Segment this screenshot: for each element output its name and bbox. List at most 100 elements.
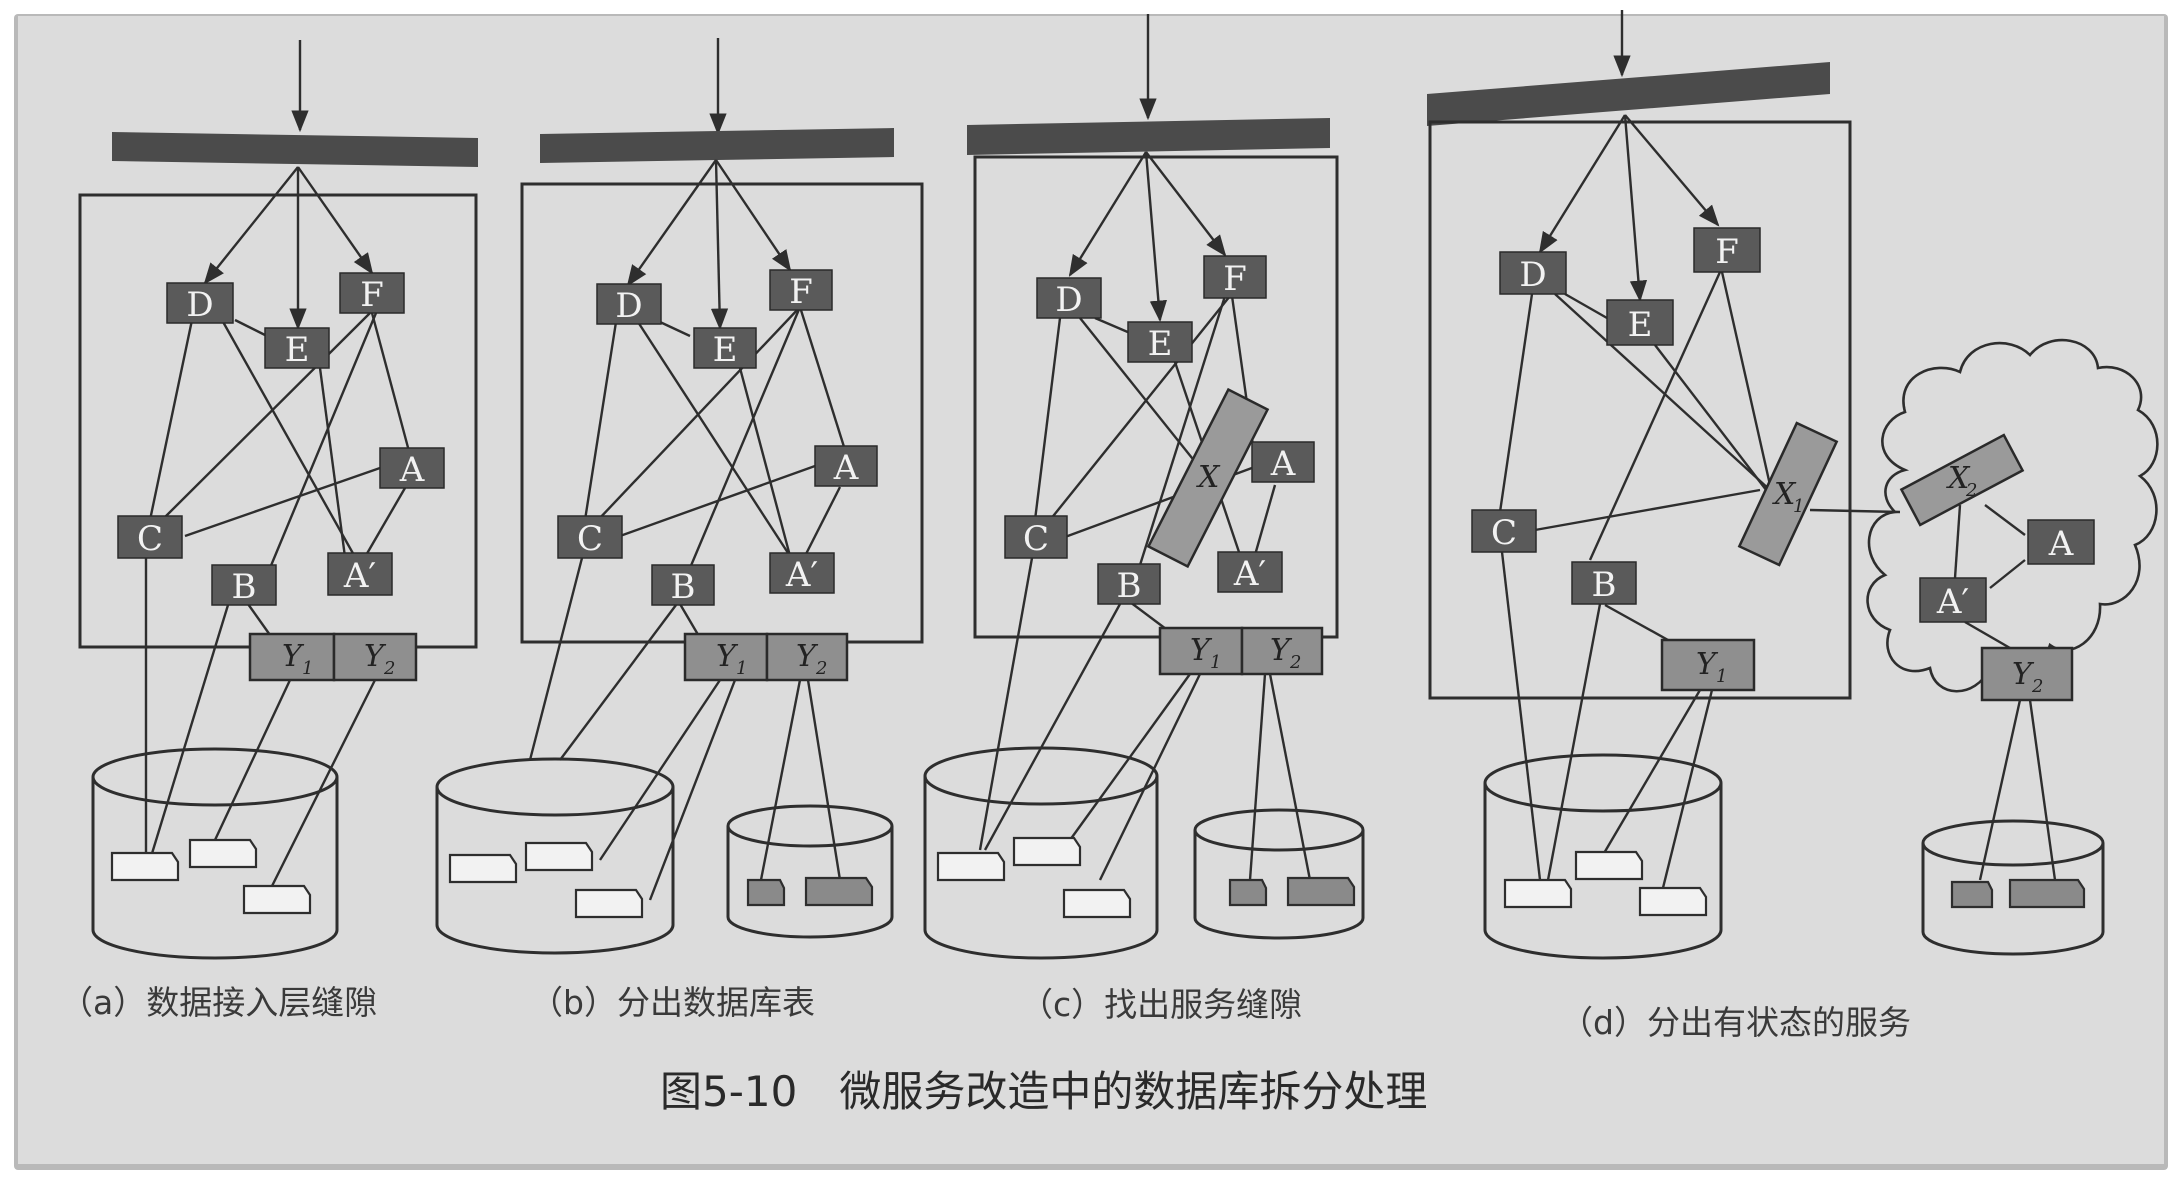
table-doc bbox=[1574, 850, 1644, 881]
table-doc bbox=[804, 876, 874, 907]
monolith-frame bbox=[520, 182, 924, 644]
y2-box bbox=[765, 632, 849, 682]
table-doc bbox=[574, 888, 644, 919]
y2-subscript: 2 bbox=[383, 658, 395, 679]
node-b: B bbox=[1571, 561, 1637, 605]
y1-subscript: 1 bbox=[736, 658, 747, 679]
node-c: C bbox=[117, 515, 183, 559]
node-c: C bbox=[557, 515, 623, 559]
node-c-label: C bbox=[1491, 513, 1517, 553]
node-e: E bbox=[693, 327, 757, 370]
stateful-service-cloud bbox=[1866, 338, 2159, 693]
table-doc bbox=[1286, 876, 1356, 907]
y2-label: Y bbox=[796, 639, 819, 674]
y1-box bbox=[248, 632, 336, 682]
y2-subscript: 2 bbox=[815, 658, 827, 679]
y2-subscript: 2 bbox=[1289, 652, 1301, 673]
node-a-prime-label: A′ bbox=[343, 556, 376, 596]
y2-label: Y bbox=[364, 639, 387, 674]
node-b-label: B bbox=[1592, 565, 1617, 605]
x2-subscript: 2 bbox=[1965, 480, 1977, 501]
y1-box bbox=[1660, 638, 1756, 692]
node-b-label: B bbox=[232, 567, 257, 607]
service-seam-x1 bbox=[1737, 421, 1839, 567]
x1-label: X bbox=[1772, 477, 1797, 512]
table-doc bbox=[1012, 836, 1082, 867]
gateway-bar bbox=[112, 132, 478, 167]
node-f-label: F bbox=[789, 272, 813, 312]
node-d: D bbox=[166, 282, 234, 325]
node-b-label: B bbox=[671, 567, 696, 607]
service-seam-x bbox=[1146, 387, 1270, 569]
node-b: B bbox=[1097, 563, 1161, 606]
node-e-label: E bbox=[1628, 305, 1653, 345]
database-split bbox=[726, 804, 894, 939]
service-seam-x2 bbox=[1899, 433, 2025, 527]
x1-subscript: 1 bbox=[1793, 496, 1804, 517]
y2-subscript: 2 bbox=[2031, 676, 2043, 697]
node-d-label: D bbox=[186, 285, 213, 325]
node-e: E bbox=[1127, 321, 1193, 364]
table-doc bbox=[1228, 878, 1268, 907]
table-doc bbox=[746, 878, 786, 907]
node-a-prime-label: A′ bbox=[785, 555, 818, 595]
panel-d-caption: （d）分出有状态的服务 bbox=[1560, 1003, 1911, 1042]
x-label: X bbox=[1196, 460, 1221, 495]
database-split bbox=[1193, 808, 1365, 940]
database-main bbox=[923, 746, 1159, 960]
table-doc bbox=[242, 884, 312, 915]
panel-d: X 1 D E F C B Y 1 X 2 A A′ bbox=[1427, 10, 2159, 1042]
node-a: A bbox=[1251, 441, 1315, 484]
node-b: B bbox=[211, 564, 277, 607]
node-a-label: A bbox=[399, 450, 425, 490]
node-c: C bbox=[1004, 515, 1068, 559]
node-a-label: A bbox=[2048, 524, 2074, 564]
node-c: C bbox=[1471, 509, 1537, 553]
node-a-label: A bbox=[833, 448, 859, 488]
y2-label: Y bbox=[1270, 633, 1293, 668]
figure-title: 图5-10 微服务改造中的数据库拆分处理 bbox=[660, 1067, 1427, 1116]
node-a-prime-label: A′ bbox=[1936, 582, 1969, 622]
gateway-bar bbox=[540, 128, 894, 163]
y1-label: Y bbox=[282, 639, 305, 674]
table-doc bbox=[188, 838, 258, 869]
monolith-frame bbox=[973, 155, 1339, 639]
table-doc bbox=[1503, 878, 1573, 909]
table-doc bbox=[1638, 886, 1708, 917]
node-f: F bbox=[1693, 227, 1761, 273]
table-doc bbox=[1950, 880, 1994, 909]
y1-subscript: 1 bbox=[1210, 652, 1221, 673]
table-doc bbox=[936, 851, 1006, 882]
panel-c: X D E F A C B A′ Y 1 Y 2 bbox=[923, 14, 1365, 1024]
node-b: B bbox=[651, 564, 715, 607]
panel-c-caption: （c）找出服务缝隙 bbox=[1020, 985, 1302, 1024]
y2-box bbox=[1240, 626, 1324, 676]
table-doc bbox=[2008, 878, 2086, 909]
node-f-label: F bbox=[360, 275, 384, 315]
panel-b: D E F A C B A′ Y 1 Y 2 bbox=[435, 38, 924, 1022]
node-e-label: E bbox=[1148, 324, 1173, 364]
panel-a: D E F A C B A′ Y 1 Y 2 bbox=[60, 40, 478, 1022]
node-d-label: D bbox=[1519, 255, 1546, 295]
table-doc bbox=[448, 853, 518, 884]
table-doc bbox=[1062, 888, 1132, 919]
node-a-prime: A′ bbox=[769, 552, 835, 595]
panel-a-caption: （a）数据接入层缝隙 bbox=[60, 983, 377, 1022]
monolith-frame bbox=[1428, 120, 1852, 700]
node-d: D bbox=[596, 283, 662, 326]
gateway-bar bbox=[1427, 62, 1830, 126]
node-a: A bbox=[814, 445, 878, 488]
y2-box bbox=[1980, 646, 2074, 702]
y1-label: Y bbox=[716, 639, 739, 674]
node-e-label: E bbox=[713, 330, 738, 370]
node-b-label: B bbox=[1117, 566, 1142, 606]
node-f-label: F bbox=[1715, 232, 1739, 272]
x2-label: X bbox=[1946, 461, 1971, 496]
node-f: F bbox=[339, 272, 405, 315]
node-d-label: D bbox=[1055, 280, 1082, 320]
node-f: F bbox=[769, 269, 833, 312]
y1-subscript: 1 bbox=[302, 658, 313, 679]
y2-label: Y bbox=[2012, 657, 2035, 692]
node-a-prime: A′ bbox=[1919, 577, 1987, 623]
